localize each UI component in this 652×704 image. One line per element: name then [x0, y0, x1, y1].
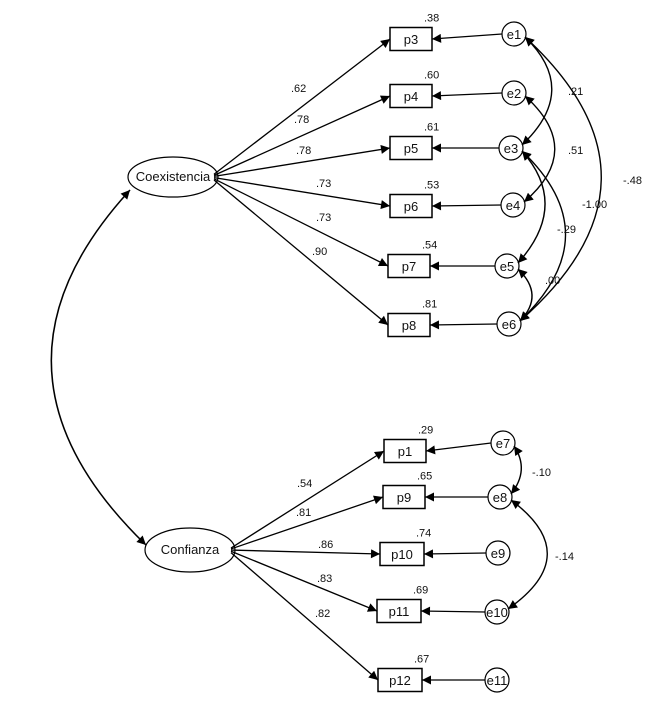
loading-label: .81: [296, 507, 311, 519]
observed-variable-label: p6: [404, 199, 418, 214]
loading-label: .82: [315, 608, 330, 620]
loading-label: .54: [297, 478, 312, 490]
error-arrow-e2: [431, 91, 503, 101]
error-covariance-e1-e6: [519, 36, 602, 322]
r-squared-label: .61: [424, 122, 439, 134]
error-term-label: e3: [504, 141, 518, 156]
loading-label: .86: [318, 539, 333, 551]
covariance-label: .51: [568, 145, 583, 157]
loading-arrow-p1: [230, 450, 385, 549]
error-term-label: e8: [493, 490, 507, 505]
latent-factor-label: Confianza: [161, 542, 220, 557]
error-arrow-e10: [420, 606, 486, 616]
r-squared-label: .60: [424, 70, 439, 82]
r-squared-label: .54: [422, 240, 437, 252]
covariance-label: -1.00: [582, 199, 607, 211]
covariance-label: -.48: [623, 175, 642, 187]
observed-variable-label: p1: [398, 444, 412, 459]
covariance-label: -.10: [532, 467, 551, 479]
error-covariance-e7-e8: [510, 445, 523, 495]
error-term-label: e1: [507, 27, 521, 42]
loading-arrow-p9: [230, 495, 384, 550]
loading-label: .62: [291, 83, 306, 95]
loading-arrow-p5: [213, 144, 391, 178]
covariance-label: .00: [545, 275, 560, 287]
observed-variable-label: p3: [404, 32, 418, 47]
r-squared-label: .81: [422, 299, 437, 311]
error-term-label: e11: [487, 673, 508, 688]
observed-variable-label: p11: [389, 604, 410, 619]
r-squared-label: .74: [416, 528, 431, 540]
loading-arrow-p3: [213, 38, 391, 175]
r-squared-label: .65: [417, 471, 432, 483]
error-arrow-e9: [423, 549, 487, 559]
loading-arrow-p11: [230, 550, 378, 612]
error-term-e10: [484, 599, 510, 625]
error-term-label: e5: [500, 259, 514, 274]
error-arrow-e6: [429, 320, 498, 330]
error-term-label: e7: [496, 436, 510, 451]
observed-variable-label: p8: [402, 318, 416, 333]
loading-label: .73: [316, 212, 331, 224]
loading-arrow-p8: [213, 179, 389, 326]
observed-variable-label: p5: [404, 141, 418, 156]
loading-arrow-p12: [230, 552, 379, 681]
latent-factor-coex: [127, 156, 219, 198]
error-term-label: e10: [486, 605, 508, 620]
loading-label: .73: [316, 178, 331, 190]
observed-variable-label: p7: [402, 259, 416, 274]
loading-arrow-p10: [230, 549, 381, 559]
error-covariance-e8-e10: [507, 499, 548, 610]
observed-variable-label: p4: [404, 89, 418, 104]
error-term-label: e6: [502, 317, 516, 332]
error-covariance-e3-e6: [519, 150, 567, 322]
r-squared-label: .53: [424, 180, 439, 192]
error-arrow-e1: [431, 33, 503, 43]
loading-arrow-p6: [213, 176, 391, 210]
covariance-label: -.29: [557, 224, 576, 236]
r-squared-label: .69: [413, 585, 428, 597]
loading-arrow-p4: [213, 95, 391, 176]
error-covariance-e2-e4: [523, 95, 556, 203]
error-term-e8: [487, 484, 513, 510]
r-squared-label: .38: [424, 13, 439, 25]
error-arrow-e7: [425, 442, 492, 455]
error-term-label: e2: [507, 86, 521, 101]
observed-variable-label: p12: [389, 673, 411, 688]
error-term-label: e9: [491, 546, 505, 561]
loading-label: .90: [312, 246, 327, 258]
error-covariance-e5-e6: [517, 268, 533, 322]
observed-variable-label: p10: [391, 547, 413, 562]
error-term-label: e4: [506, 198, 520, 213]
observed-variable-label: p9: [397, 490, 411, 505]
loading-label: .78: [296, 145, 311, 157]
loading-arrow-p7: [213, 178, 389, 267]
error-term-e11: [484, 667, 510, 693]
r-squared-label: .29: [418, 425, 433, 437]
loading-label: .83: [317, 573, 332, 585]
error-covariance-e1-e3: [521, 36, 553, 146]
error-term-e5: [494, 253, 520, 279]
error-term-e6: [496, 311, 522, 337]
r-squared-label: .67: [414, 654, 429, 666]
latent-factor-label: Coexistencia: [136, 169, 211, 184]
loading-label: .78: [294, 114, 309, 126]
error-term-e7: [490, 430, 516, 456]
covariance-label: -.14: [555, 551, 574, 563]
error-arrow-e4: [431, 201, 502, 211]
factor-covariance-arrow: [50, 189, 147, 546]
